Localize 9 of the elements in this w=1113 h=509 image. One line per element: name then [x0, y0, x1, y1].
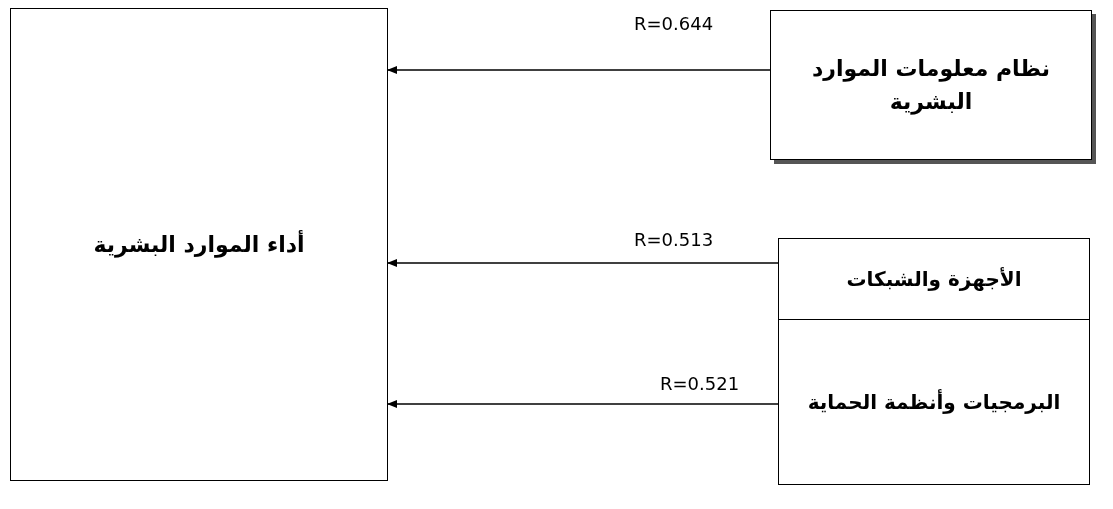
edge-label: R=0.513: [634, 228, 714, 252]
arrow: [387, 66, 771, 74]
text-box: أداء الموارد البشرية: [10, 8, 388, 481]
text-box: الأجهزة والشبكات: [778, 238, 1090, 320]
edge-label: R=0.521: [660, 372, 740, 396]
arrow: [387, 400, 779, 408]
arrow: [387, 259, 779, 267]
edge-label: R=0.644: [634, 12, 714, 36]
text-box: البرمجيات وأنظمة الحماية: [778, 319, 1090, 485]
